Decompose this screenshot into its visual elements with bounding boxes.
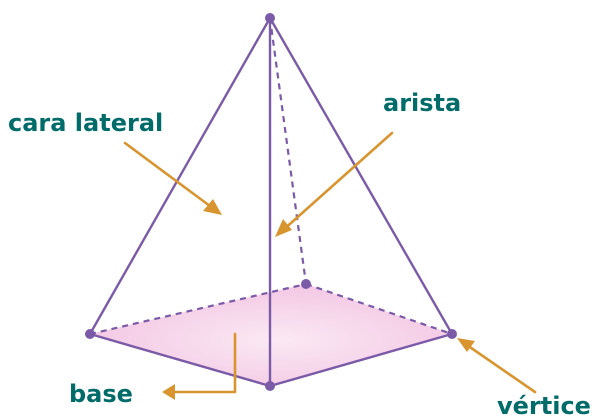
edge-apex-left: [88, 17, 272, 335]
edge-base-front-left: [89, 332, 271, 388]
label-edge: arista: [383, 89, 461, 117]
vertex-base-right: [447, 329, 457, 339]
pointer-arrows: [123, 131, 537, 400]
vertex-base-back: [301, 279, 311, 289]
hidden-edge-base-back-right: [305, 282, 453, 336]
arrow-vertex-head: [457, 338, 475, 352]
vertices: [85, 13, 457, 391]
visible-edges: [88, 17, 454, 388]
hidden-edges: [89, 17, 453, 336]
label-vertex: vértice: [497, 392, 591, 420]
vertex-base-left: [85, 329, 95, 339]
edge-base-front-right: [269, 332, 453, 388]
edge-apex-right: [268, 17, 454, 335]
arrow-lateral-face-head: [203, 199, 222, 215]
hidden-edge-base-back-left: [89, 282, 307, 336]
arrow-base-shaft: [168, 332, 237, 394]
arrow-lateral-face-shaft: [123, 141, 216, 211]
arrow-base-head: [162, 384, 175, 400]
vertex-apex: [265, 13, 275, 23]
arrow-edge-shaft: [280, 131, 394, 233]
label-base: base: [69, 380, 133, 408]
hidden-edge-apex-back: [268, 17, 308, 285]
vertex-base-front: [265, 381, 275, 391]
label-lateral-face: cara lateral: [8, 109, 163, 137]
arrow-edge-head: [275, 219, 292, 237]
arrow-vertex-shaft: [462, 341, 537, 394]
